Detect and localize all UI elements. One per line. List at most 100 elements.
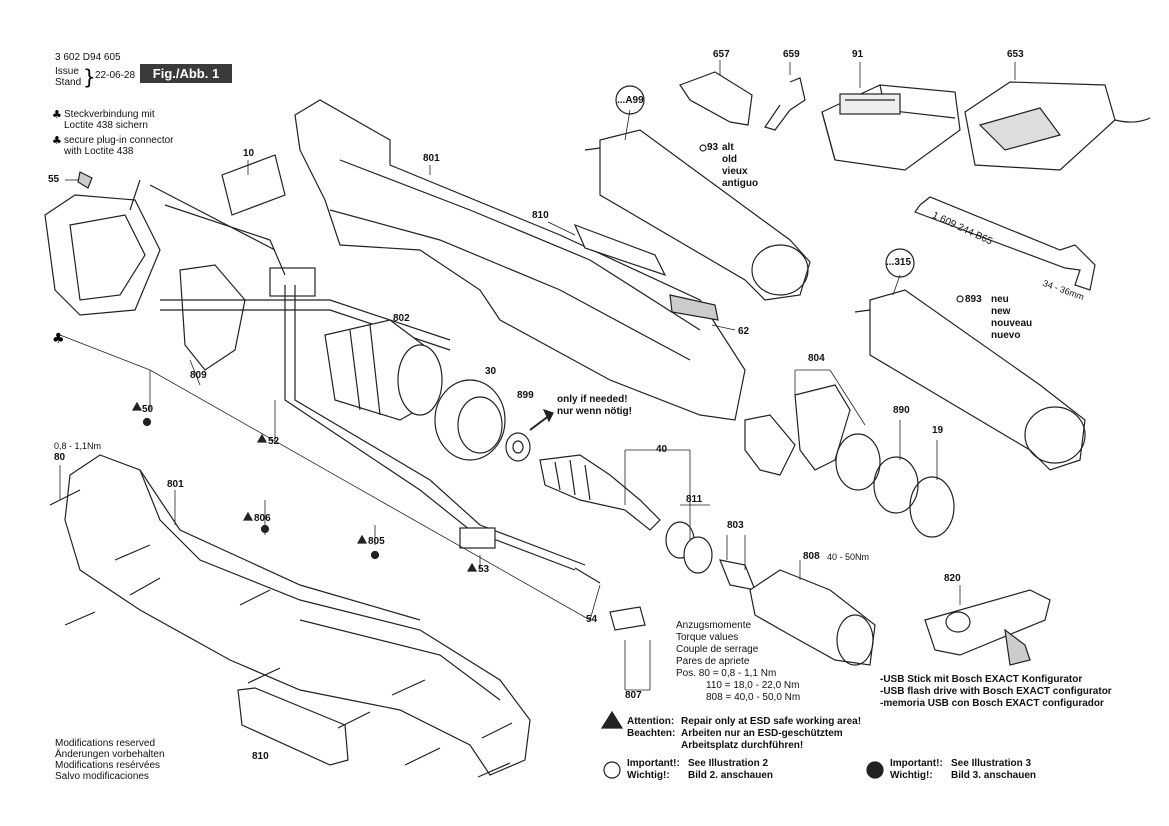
callout-a99-circle: [615, 85, 645, 115]
part-62-drawing: [669, 294, 719, 321]
old-motor-es: antiguo: [722, 178, 759, 189]
triangle-marker-52: [256, 433, 268, 443]
part-label-890: 890: [893, 405, 910, 416]
wire-54-drawing: [574, 567, 601, 584]
tube-810-drawing: [573, 223, 667, 277]
open-marker-93: [699, 144, 707, 152]
part-label-811: 811: [686, 494, 703, 505]
important-open-key-en: Important!:: [627, 758, 680, 769]
part-label-80: 80: [54, 452, 66, 463]
battery-pack-drawing: [821, 84, 961, 171]
torque-808: 40 - 50Nm: [827, 552, 870, 562]
torque-row-80: Pos. 80 = 0,8 - 1,1 Nm: [676, 668, 777, 679]
torque-title-es: Pares de apriete: [676, 656, 750, 667]
part-label-54: 54: [586, 614, 598, 625]
filled-marker-805: [370, 550, 380, 560]
attention-triangle-icon: [600, 710, 624, 729]
part-label-62: 62: [738, 326, 750, 337]
housing-801-drawing: [294, 99, 746, 421]
new-motor-drawing: [854, 289, 1086, 471]
part-label-657: 657: [713, 49, 730, 60]
modifications-en: Modifications reserved: [55, 738, 156, 749]
attention-key-de: Beachten:: [627, 728, 676, 739]
part-label-810-bottom: 810: [252, 751, 269, 762]
old-motor-de: alt: [722, 142, 734, 153]
old-motor-en: old: [722, 154, 737, 165]
old-motor-number: 93: [707, 142, 719, 153]
part-label-802: 802: [393, 313, 410, 324]
part-label-91: 91: [852, 49, 864, 60]
doc-number: 3 602 D94 605: [55, 52, 121, 63]
part-label-808: 808: [803, 551, 820, 562]
only-if-needed-de: nur wenn nötig!: [557, 406, 632, 417]
important-open-text-de: Bild 2. anschauen: [688, 770, 774, 781]
attention-text-de: Arbeiten nur an ESD-geschütztem: [681, 728, 843, 739]
new-motor-fr: nouveau: [991, 318, 1033, 329]
usb-line-es: -memoria USB con Bosch EXACT configurado…: [880, 698, 1104, 709]
electronics-block-drawing: [44, 179, 316, 371]
washer-899-drawing: [505, 432, 531, 462]
issue-date: 22-06-28: [95, 70, 136, 81]
only-if-needed-en: only if needed!: [557, 394, 628, 405]
part-807-drawing: [609, 606, 646, 631]
part-label-10: 10: [243, 148, 255, 159]
assembled-tool-drawing: [64, 454, 531, 776]
part-label-810-top: 810: [532, 210, 549, 221]
modifications-fr: Modifications resérvées: [55, 760, 161, 771]
filled-marker-50: [142, 417, 152, 427]
attention-text-en: Repair only at ESD safe working area!: [681, 716, 862, 727]
attention-key-en: Attention:: [627, 716, 675, 727]
filled-marker-806: [260, 524, 270, 534]
loctite-line-3: secure plug-in connector: [64, 135, 174, 146]
clip-drawing: [764, 77, 806, 131]
callout-a99: ...A99: [617, 95, 644, 106]
part-label-801-bottom: 801: [167, 479, 184, 490]
usb-stick-drawing: [924, 589, 1051, 666]
part-label-899: 899: [517, 390, 534, 401]
old-motor-drawing: [584, 129, 811, 301]
part-803-drawing: [719, 559, 756, 591]
important-filled-key-en: Important!:: [890, 758, 943, 769]
screws-drawing: [49, 489, 513, 778]
motor-802-drawing: [324, 319, 443, 421]
loctite-line-4: with Loctite 438: [64, 146, 134, 157]
leader-lines: [59, 60, 1016, 691]
triangle-marker-53: [466, 562, 478, 572]
part-label-19: 19: [932, 425, 944, 436]
torque-title-fr: Couple de serrage: [676, 644, 759, 655]
important-filled-text-en: See Illustration 3: [951, 758, 1032, 769]
new-motor-number: 893: [965, 294, 982, 305]
torque-row-110: 110 = 18,0 - 22,0 Nm: [706, 680, 800, 691]
brace-icon: }: [83, 65, 96, 89]
handle-drawing: [679, 71, 753, 126]
triangle-marker-806: [242, 511, 254, 521]
triangle-marker-50: [131, 401, 143, 411]
part-label-806: 806: [254, 513, 271, 524]
key-wrench-drawing: [914, 196, 1096, 291]
modifications-es: Salvo modificaciones: [55, 771, 149, 782]
modifications-de: Änderungen vorbehalten: [55, 749, 165, 760]
part-label-40: 40: [656, 444, 668, 455]
part-804a-drawing: [744, 414, 796, 476]
part-10-drawing: [221, 154, 286, 216]
part-804b-drawing: [794, 384, 851, 471]
part-label-659: 659: [783, 49, 800, 60]
important-filled-key-de: Wichtig!:: [890, 770, 933, 781]
loctite-line-1: Steckverbindung mit: [64, 109, 155, 120]
torque-row-808: 808 = 40,0 - 50,0 Nm: [706, 692, 801, 703]
stand-label: Stand: [55, 77, 82, 88]
spindle-40-drawing: [539, 454, 661, 531]
usb-line-de: -USB Stick mit Bosch EXACT Konfigurator: [880, 674, 1083, 685]
attention-text-de-2: Arbeitsplatz durchführen!: [681, 740, 804, 751]
usb-line-en: -USB flash drive with Bosch EXACT config…: [880, 686, 1112, 697]
old-motor-fr: vieux: [722, 166, 748, 177]
ring-811b-drawing: [683, 536, 713, 574]
new-motor-de: neu: [991, 294, 1009, 305]
ring-890-drawing: [873, 456, 919, 514]
figure-label: Fig./Abb. 1: [140, 64, 232, 83]
ring-804-drawing: [835, 433, 881, 491]
gear-30-drawing: [434, 379, 506, 461]
part-label-805: 805: [368, 536, 385, 547]
important-open-key-de: Wichtig!:: [627, 770, 670, 781]
